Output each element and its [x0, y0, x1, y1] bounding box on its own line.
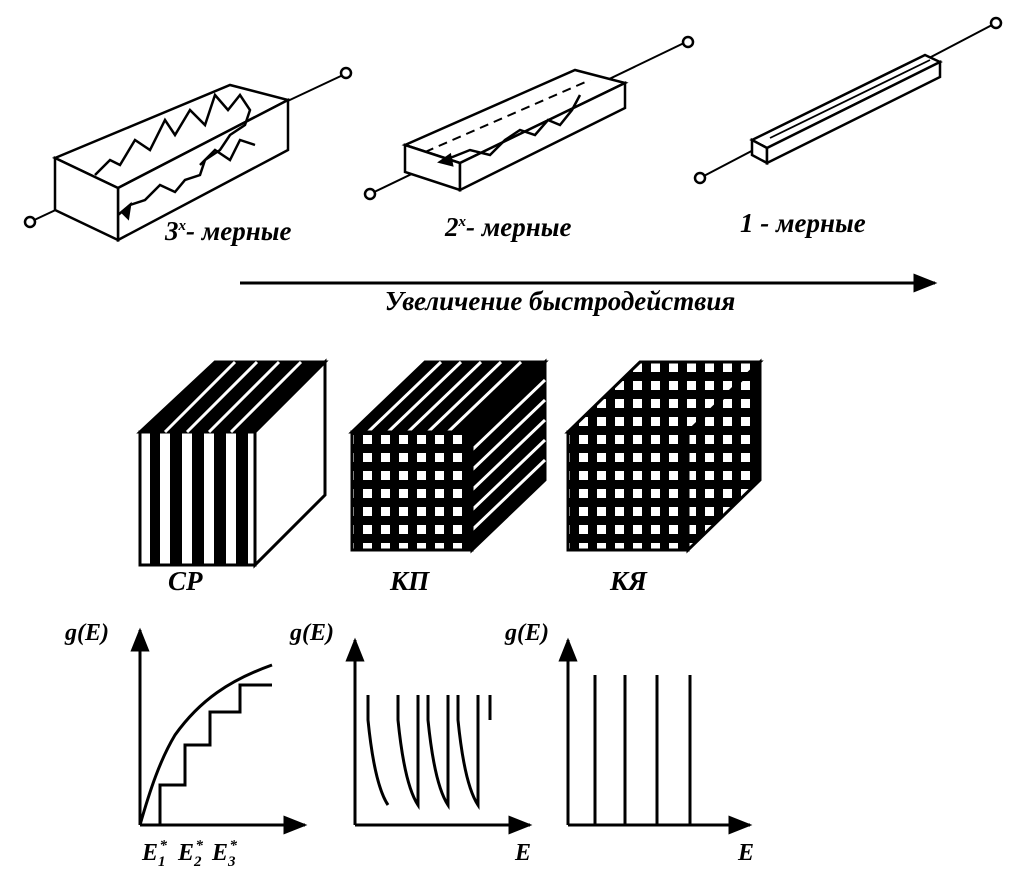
energy-level-1: E1* [141, 838, 168, 870]
cube-superlattice [136, 358, 329, 569]
label-1d: 1 - мерные [740, 208, 866, 238]
dos-graph-dots [558, 637, 753, 835]
label-kp: КП [389, 566, 430, 596]
x-label-2: E [514, 840, 531, 866]
sample-3d [23, 66, 353, 243]
x-label-3: E [737, 840, 754, 866]
label-2d: 2x- мерные [444, 212, 571, 242]
label-kya: КЯ [609, 566, 648, 596]
cube-quantum-wires [348, 358, 549, 554]
label-3d: 3x- мерные [164, 216, 291, 246]
sample-2d [363, 35, 695, 201]
dos-graph-wires [345, 637, 533, 835]
label-sp: СР [168, 566, 203, 596]
y-label-1: g(E) [64, 620, 109, 646]
energy-level-3: E3* [211, 838, 238, 870]
arrow-label: Увеличение быстродействия [385, 286, 736, 316]
dos-graph-3d [130, 627, 308, 835]
sample-1d [693, 16, 1003, 185]
y-label-2: g(E) [289, 620, 334, 646]
y-label-3: g(E) [504, 620, 549, 646]
energy-level-2: E2* [177, 838, 204, 870]
cube-quantum-dots [564, 358, 764, 554]
